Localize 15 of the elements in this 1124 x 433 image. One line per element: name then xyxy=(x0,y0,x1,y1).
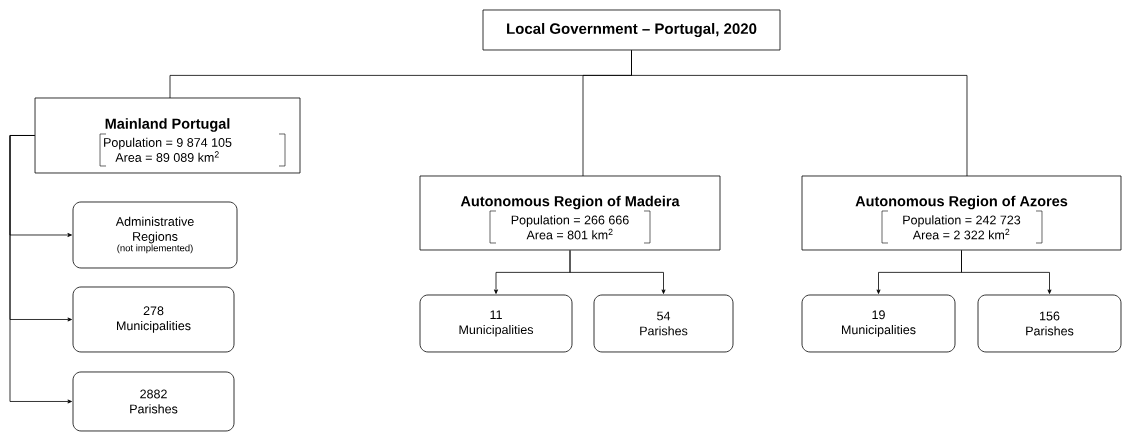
region-box: Mainland Portugal Population = 9 874 105 Area = 89 089 km$^{2}$ xyxy=(34,97,301,174)
category-box: 2882 Parishes xyxy=(72,371,235,432)
region-box: Autonomous Region of Azores Population = 242 723 Area = 2 322 km$^{2}$ xyxy=(801,175,1122,251)
title-box: Local Government – Portugal, 2020 xyxy=(482,9,781,51)
category-box: 11 Municipalities xyxy=(419,294,573,353)
category-box: 19 Municipalities xyxy=(801,294,956,353)
arrow xyxy=(961,250,1052,294)
category-box: 278 Municipalities xyxy=(72,286,235,353)
arrow xyxy=(9,135,72,404)
category-box: 54 Parishes xyxy=(593,294,734,353)
arrow xyxy=(569,250,666,294)
region-box: Autonomous Region of Madeira Population = 266 666 Area = 801 km$^{2}$ xyxy=(419,175,721,251)
category-box: 156 Parishes xyxy=(977,294,1122,353)
connector-line xyxy=(631,50,968,177)
category-box: Administrative Regions (not implemented) xyxy=(72,201,238,269)
